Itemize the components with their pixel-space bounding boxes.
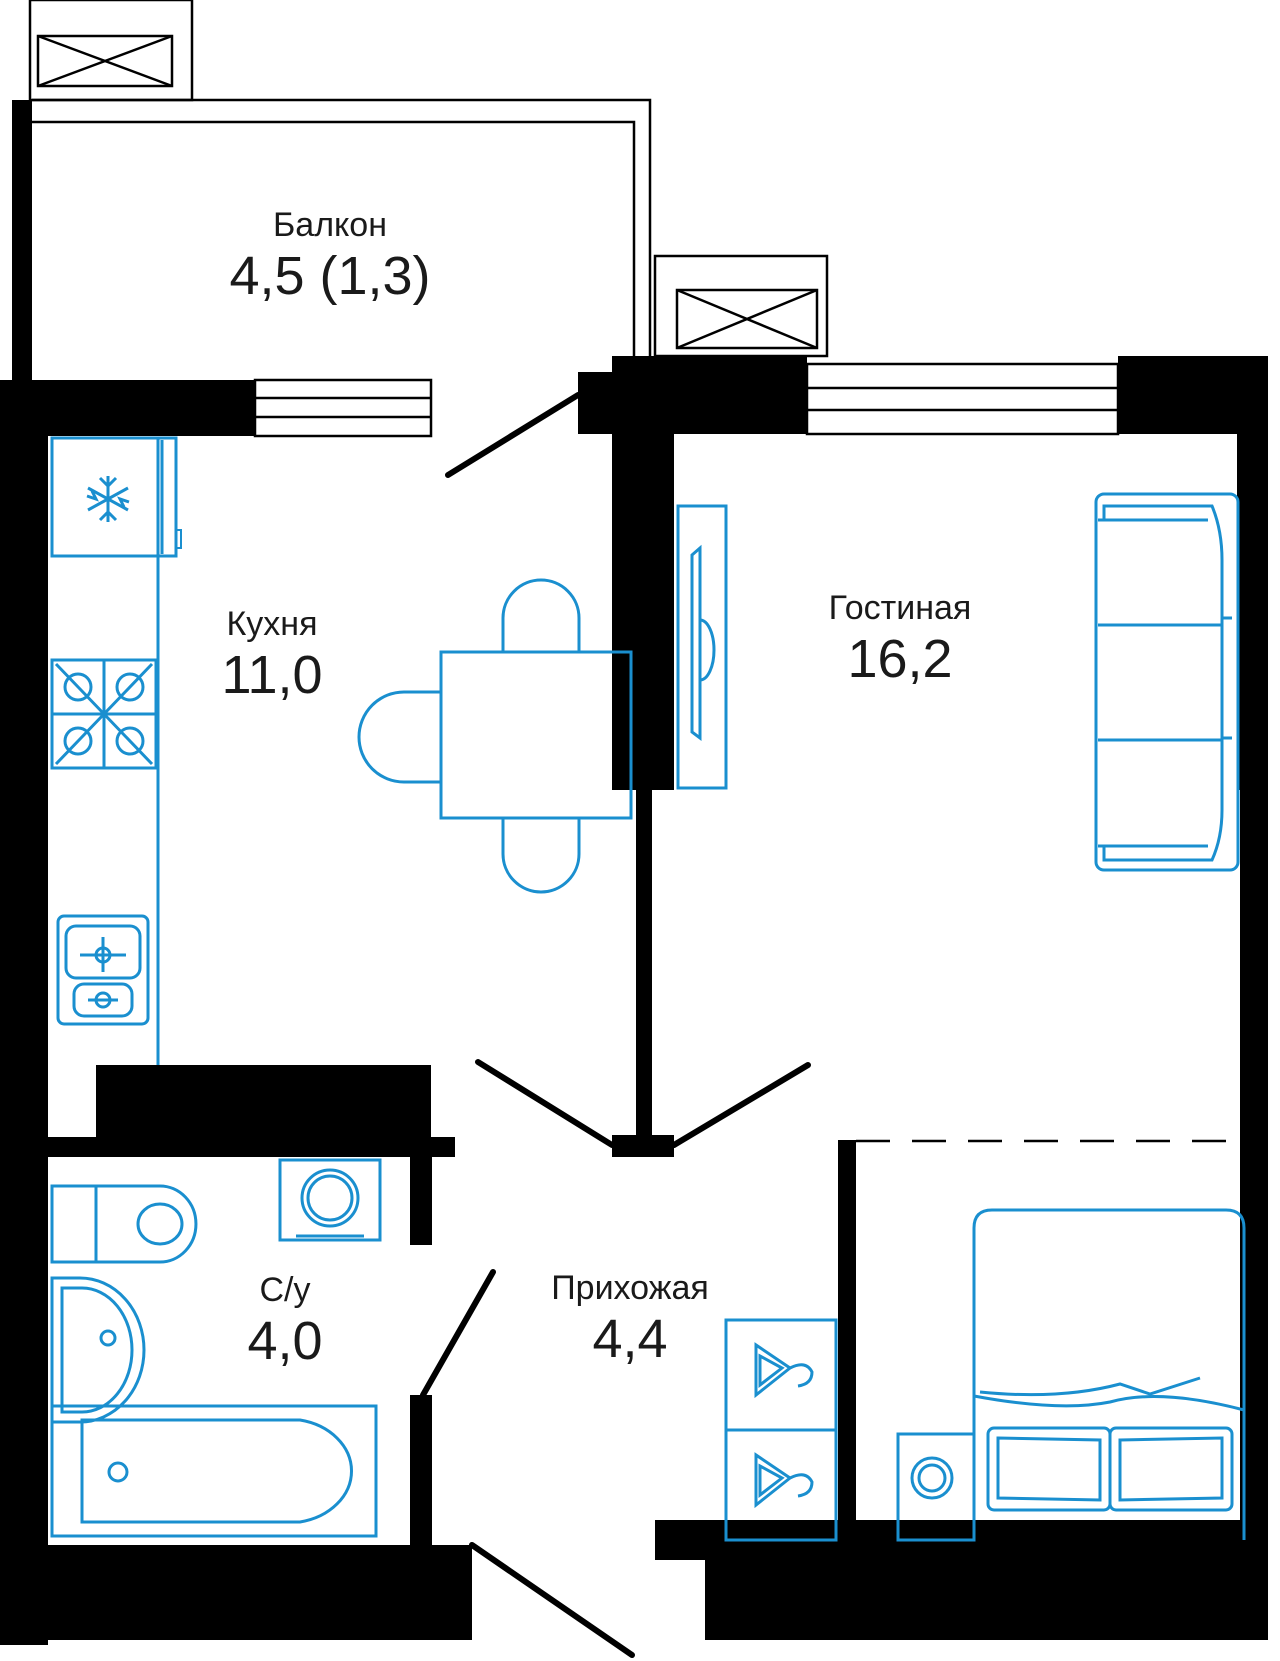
hanger-icon (754, 1342, 814, 1399)
sink-icon (50, 1276, 146, 1424)
windows-and-balcony (28, 0, 1238, 1143)
living-label: Гостиная 16,2 (790, 588, 1010, 690)
room-area: 16,2 (847, 629, 953, 689)
walls (0, 100, 1268, 1645)
bathroom-label: С/у 4,0 (210, 1270, 360, 1372)
furniture (50, 436, 1246, 1542)
snowflake-icon (86, 476, 130, 522)
bathroom-door (420, 1269, 496, 1398)
room-area: 4,5 (1,3) (229, 246, 431, 306)
toilet-icon (50, 1184, 198, 1264)
balcony-door (445, 392, 581, 478)
sink-icon (56, 914, 150, 1026)
hallway-label: Прихожая 4,4 (520, 1268, 740, 1370)
cooktop-icon (50, 658, 158, 770)
doors (420, 392, 811, 1658)
living-door (671, 1062, 811, 1148)
kitchen-door (475, 1059, 615, 1148)
balcony-label: Балкон 4,5 (1,3) (200, 205, 460, 307)
room-name: Балкон (272, 206, 387, 244)
hanger-icon (754, 1452, 814, 1509)
room-name: Гостиная (828, 589, 972, 627)
bathtub-icon (50, 1404, 378, 1538)
room-area: 4,0 (247, 1311, 323, 1371)
tv-icon (676, 504, 728, 790)
wardrobe (724, 1318, 838, 1542)
bed-icon (896, 1208, 1246, 1542)
room-area: 11,0 (221, 645, 323, 705)
room-name: С/у (259, 1271, 311, 1309)
dining-table (357, 578, 633, 894)
sofa-icon (1094, 492, 1240, 872)
room-name: Кухня (226, 605, 318, 643)
entrance-door (469, 1542, 635, 1658)
room-area: 4,4 (592, 1309, 668, 1369)
kitchen-label: Кухня 11,0 (180, 604, 364, 706)
room-name: Прихожая (551, 1269, 709, 1307)
fridge (50, 436, 182, 558)
washer-icon (278, 1158, 382, 1242)
